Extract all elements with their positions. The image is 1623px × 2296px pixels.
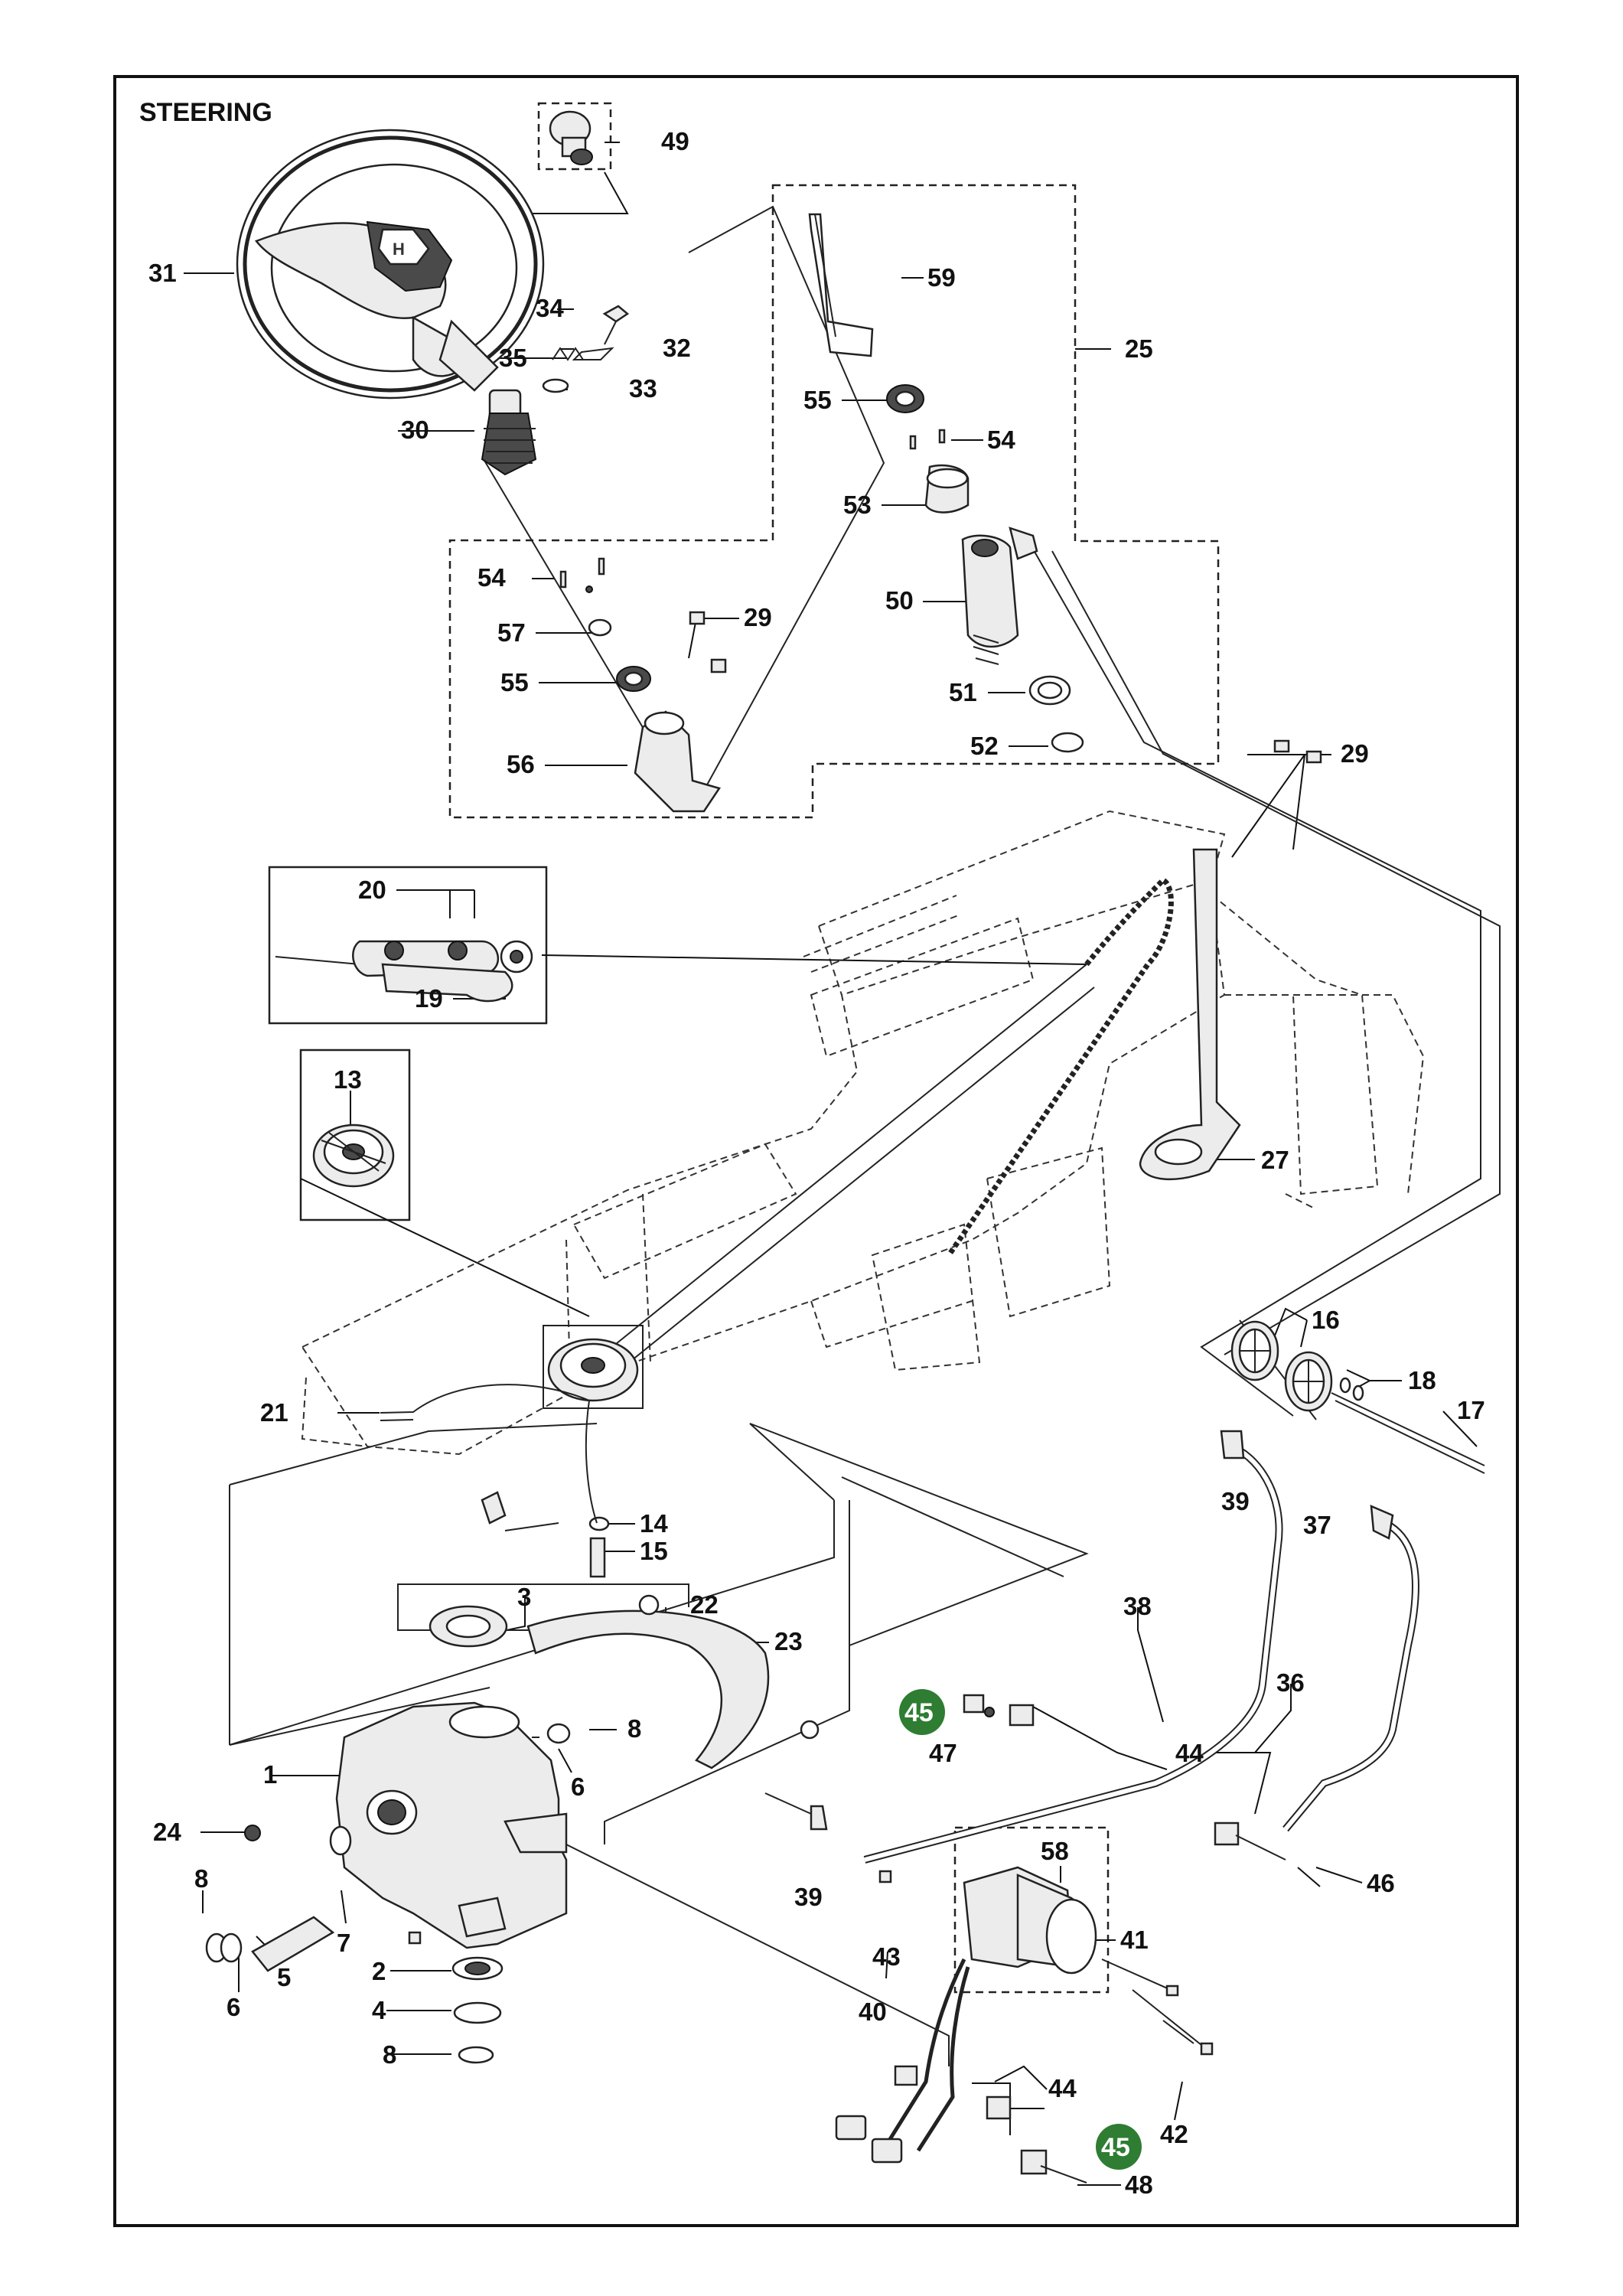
chassis-frame-phantom (301, 810, 1425, 1456)
spinner-knob (549, 110, 593, 165)
svg-text:45: 45 (1101, 2133, 1130, 2162)
badge-45-upper: 45 (899, 1689, 945, 1735)
diagram-title: STEERING (139, 98, 272, 127)
callout-39-lower: 39 (794, 1883, 823, 1911)
callout-8-lower: 8 (383, 2040, 396, 2069)
callout-5: 5 (277, 1963, 291, 1991)
hanger-detail (275, 940, 533, 1003)
callout-44-lower: 44 (1048, 2074, 1077, 2102)
callout-35: 35 (499, 344, 527, 372)
callout-29-right: 29 (1341, 739, 1369, 768)
callout-30: 30 (401, 416, 429, 444)
steering-column-frame (448, 184, 1220, 819)
wheels (1230, 1320, 1485, 1474)
callout-40: 40 (859, 1998, 887, 2026)
callout-52: 52 (970, 732, 999, 760)
callout-50: 50 (885, 586, 914, 615)
callout-46: 46 (1367, 1869, 1395, 1897)
callout-16: 16 (1312, 1306, 1340, 1334)
callout-37: 37 (1303, 1511, 1331, 1539)
steering-adapter-parts (481, 305, 630, 476)
callout-33: 33 (629, 374, 657, 403)
callout-3: 3 (517, 1583, 531, 1611)
svg-text:H: H (393, 240, 405, 259)
callout-57: 57 (497, 618, 526, 647)
steering-wheel: H (236, 129, 545, 400)
callout-54-lower: 54 (477, 563, 506, 592)
steering-column-shaft (808, 213, 1084, 753)
hoses (764, 1430, 1419, 1864)
callout-47: 47 (929, 1739, 957, 1767)
callout-7: 7 (337, 1929, 350, 1957)
callout-55-upper: 55 (803, 386, 832, 414)
callout-labels: 49 31 34 32 35 33 30 59 25 55 54 53 50 5… (148, 127, 1485, 2199)
callout-17: 17 (1457, 1396, 1485, 1424)
callout-1: 1 (263, 1760, 277, 1789)
callout-18: 18 (1408, 1366, 1436, 1394)
knob-frame (537, 102, 612, 171)
callout-29-left: 29 (744, 603, 772, 631)
lower-column-left (559, 557, 727, 813)
callout-44-upper: 44 (1175, 1739, 1204, 1767)
callout-6-lower: 6 (227, 1993, 240, 2021)
callout-54-upper: 54 (987, 426, 1015, 454)
svg-text:45: 45 (904, 1698, 934, 1727)
callout-43: 43 (872, 1942, 901, 1971)
callout-32: 32 (663, 334, 691, 362)
callout-6-upper: 6 (571, 1773, 585, 1801)
callout-25: 25 (1125, 334, 1153, 363)
callout-34: 34 (536, 294, 564, 322)
callout-39-upper: 39 (1221, 1487, 1250, 1515)
tie-rod (380, 1384, 598, 1531)
callout-21: 21 (260, 1398, 288, 1427)
callout-58: 58 (1041, 1837, 1069, 1865)
callout-41: 41 (1120, 1926, 1149, 1954)
badge-45-lower: 45 (1096, 2124, 1142, 2170)
pulley-inset (312, 1124, 395, 1188)
callout-8-upper: 8 (627, 1714, 641, 1743)
callout-2: 2 (372, 1957, 386, 1985)
callout-20: 20 (358, 876, 386, 904)
callout-19: 19 (415, 984, 443, 1013)
callout-8-left: 8 (194, 1864, 208, 1893)
main-pulley (543, 1325, 644, 1409)
inset-box-pulley (299, 1049, 411, 1221)
callout-48: 48 (1125, 2170, 1153, 2199)
callout-4: 4 (372, 1996, 386, 2024)
actuator-motor (835, 1694, 1286, 2183)
callout-36: 36 (1276, 1668, 1305, 1697)
callout-31: 31 (148, 259, 177, 287)
pedal (1139, 848, 1241, 1181)
callout-38: 38 (1123, 1592, 1152, 1620)
callout-56: 56 (507, 750, 535, 778)
callout-27: 27 (1261, 1146, 1289, 1174)
callout-15: 15 (640, 1537, 668, 1565)
gearbox (205, 1491, 820, 2064)
callout-59: 59 (927, 263, 956, 292)
callout-55-lower: 55 (500, 668, 529, 696)
diagram-border (113, 75, 1519, 2227)
motor-frame (953, 1826, 1110, 1994)
callout-53: 53 (843, 491, 872, 519)
chain-cable (611, 876, 1174, 1371)
callout-14: 14 (640, 1509, 668, 1538)
callout-51: 51 (949, 678, 977, 706)
callout-42: 42 (1160, 2120, 1188, 2148)
callout-23: 23 (774, 1627, 803, 1655)
assembly-lines (229, 205, 1501, 2066)
callout-24: 24 (153, 1818, 181, 1846)
callout-22: 22 (690, 1590, 719, 1619)
callout-13: 13 (334, 1065, 362, 1094)
bolts-29 (1273, 739, 1322, 764)
callout-49: 49 (661, 127, 689, 155)
inset-box-hangers (268, 866, 548, 1025)
